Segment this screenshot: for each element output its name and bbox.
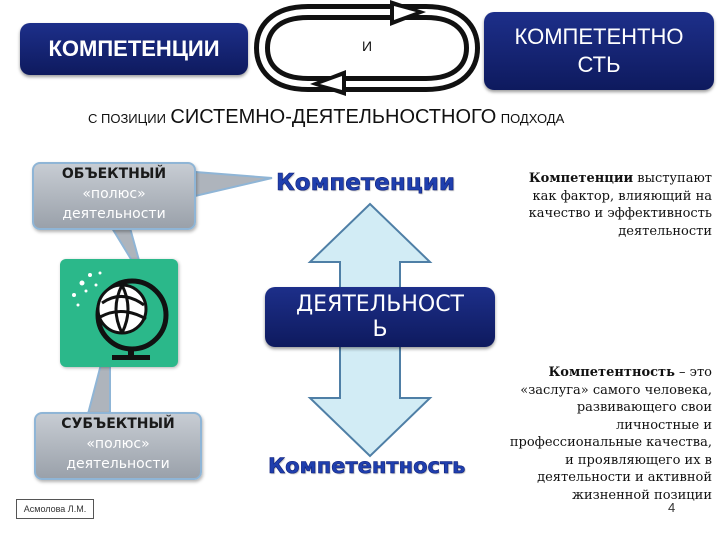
competence-desc-bold: Компетентность [548, 365, 675, 380]
competence-desc-line4: личностные и [616, 417, 712, 433]
subject-pole-title: СУБЪЕКТНЫЙ [61, 416, 175, 432]
subject-pole-line3: деятельности [66, 456, 170, 472]
competence-header-box: КОМПЕТЕНТНО СТЬ [484, 12, 714, 90]
subtitle-main: СИСТЕМНО-ДЕЯТЕЛЬНОСТНОГО [170, 106, 497, 128]
object-pole-line2: «полюс» [82, 186, 146, 202]
competence-desc-line8: жизненной позиции [572, 487, 712, 503]
competencies-description: Компетенции выступают как фактор, влияющ… [482, 170, 712, 240]
competencies-desc-rest: выступают [633, 171, 712, 186]
object-pole-line3: деятельности [62, 206, 166, 222]
competence-word: Компетентность [268, 454, 466, 479]
competence-header-line2: СТЬ [577, 52, 621, 77]
competencies-desc-line2: как фактор, влияющий на [532, 188, 712, 204]
competence-desc-line7: деятельности и активной [537, 470, 712, 485]
competence-desc-line6: и проявляющего их в [565, 452, 712, 468]
competencies-desc-line4: деятельности [618, 223, 712, 239]
activity-box: ДЕЯТЕЛЬНОСТ Ь [265, 287, 495, 347]
page-number: 4 [668, 500, 676, 515]
competencies-desc-line3: качество и эффективность [528, 206, 712, 221]
subject-pole-line2: «полюс» [86, 436, 150, 452]
subject-pole-callout: СУБЪЕКТНЫЙ «полюс» деятельности [34, 412, 202, 480]
activity-line2: Ь [372, 317, 388, 342]
competence-description: Компетентность – это «заслуга» самого че… [472, 364, 712, 504]
competencies-header-box: КОМПЕТЕНЦИИ [20, 23, 248, 75]
competencies-header-label: КОМПЕТЕНЦИИ [48, 36, 220, 61]
author-label: Асмолова Л.М. [16, 499, 94, 519]
object-pole-title: ОБЪЕКТНЫЙ [61, 166, 167, 182]
subtitle: С ПОЗИЦИИ СИСТЕМНО-ДЕЯТЕЛЬНОСТНОГО ПОДХО… [88, 106, 564, 129]
globe-icon [60, 259, 178, 367]
competence-desc-line5: профессиональные качества, [509, 435, 712, 450]
subtitle-suffix: ПОДХОДА [500, 111, 565, 126]
connector-label: И [362, 38, 373, 54]
subtitle-prefix: С ПОЗИЦИИ [88, 111, 166, 126]
activity-line1: ДЕЯТЕЛЬНОСТ [295, 292, 464, 317]
competencies-word: Компетенции [276, 170, 456, 197]
competence-header-line1: КОМПЕТЕНТНО [514, 24, 684, 49]
competencies-desc-bold: Компетенции [528, 171, 634, 186]
object-pole-callout: ОБЪЕКТНЫЙ «полюс» деятельности [32, 162, 196, 230]
cycle-arrows-icon [253, 0, 481, 96]
competence-desc-line3: развивающего свои [576, 400, 712, 415]
competence-desc-line2: «заслуга» самого человека, [520, 382, 712, 398]
competence-desc-rest: – это [674, 365, 712, 380]
